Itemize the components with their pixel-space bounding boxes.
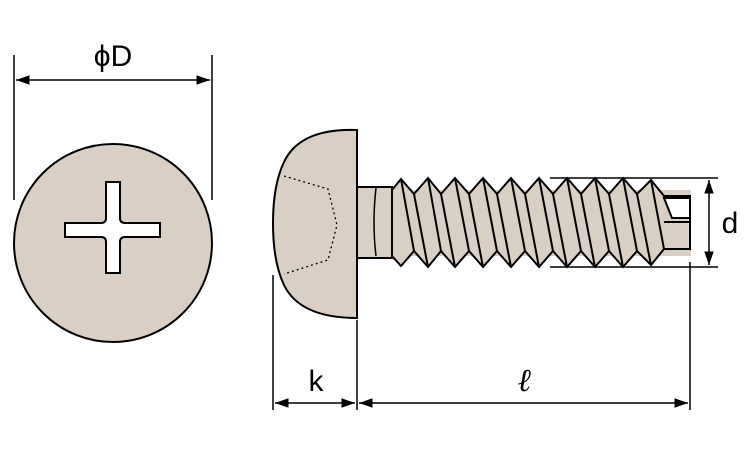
label-length: ℓ <box>517 362 531 398</box>
label-thread-diameter: d <box>722 207 739 240</box>
thread <box>391 176 691 269</box>
label-head-diameter: ϕD <box>94 40 132 73</box>
screw-side-view <box>271 128 691 320</box>
label-head-height: k <box>309 365 325 398</box>
head-top-view <box>13 143 213 343</box>
recess-hidden-lines <box>283 175 338 275</box>
dimension-length: ℓ <box>359 262 691 410</box>
head-side <box>271 128 358 320</box>
dimension-thread-diameter: d <box>550 177 739 268</box>
dimension-head-height: k <box>272 275 358 410</box>
dimension-head-diameter: ϕD <box>13 40 213 200</box>
